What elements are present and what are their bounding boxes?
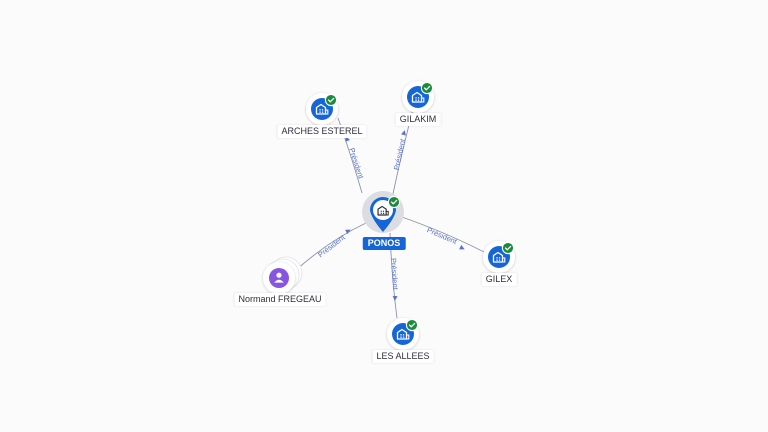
node-label-normand-fregeau[interactable]: Normand FREGEAU <box>234 293 326 306</box>
verified-check-icon <box>387 195 401 209</box>
arrow-allees <box>392 295 398 301</box>
edge-person <box>295 222 367 271</box>
edge-label-person: Président <box>316 232 347 259</box>
edge-gilex <box>398 215 485 253</box>
node-les-allees[interactable] <box>387 318 419 350</box>
edge-label-arches: Président <box>347 147 366 181</box>
edge-label-gilex: Président <box>426 225 460 246</box>
node-label-arches-esterel[interactable]: ARCHES ESTEREL <box>277 125 367 138</box>
verified-check-icon <box>501 241 515 255</box>
edge-label-gilakim: Président <box>392 137 408 171</box>
verified-check-icon <box>420 81 434 95</box>
building-icon <box>377 205 389 216</box>
node-gilakim[interactable] <box>402 81 434 113</box>
person-icon <box>274 272 284 283</box>
node-label-gilex[interactable]: GILEX <box>481 273 517 286</box>
edge-label-allees: Président <box>389 258 400 291</box>
edge-arrows <box>345 130 465 301</box>
verified-check-icon <box>405 318 419 332</box>
node-person-normand-fregeau[interactable] <box>263 256 303 294</box>
arrow-gilakim <box>401 130 406 136</box>
node-gilex[interactable] <box>483 241 515 273</box>
node-arches-esterel[interactable] <box>306 93 338 125</box>
node-ponos[interactable] <box>362 191 404 233</box>
arrow-gilex <box>459 244 465 250</box>
node-label-gilakim[interactable]: GILAKIM <box>395 113 441 126</box>
node-label-les-allees[interactable]: LES ALLEES <box>372 350 434 363</box>
node-label-ponos[interactable]: PONOS <box>362 237 406 250</box>
arrow-person <box>345 229 351 235</box>
verified-check-icon <box>324 93 338 107</box>
